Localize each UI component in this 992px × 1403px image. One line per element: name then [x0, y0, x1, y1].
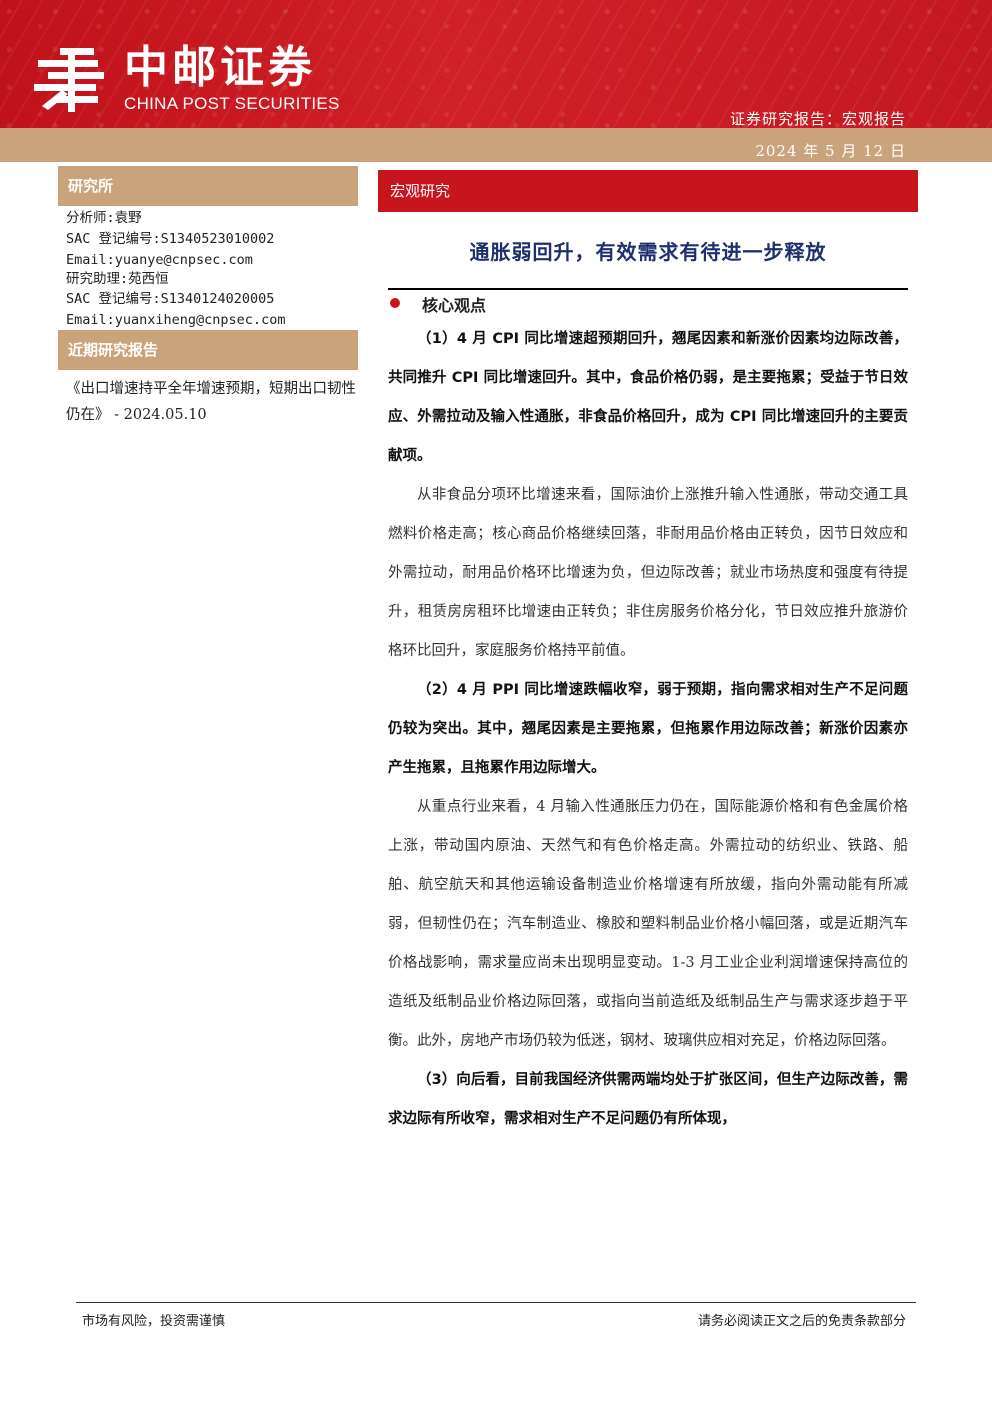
category-bar: 宏观研究 — [378, 170, 918, 212]
report-date: 2024 年 5 月 12 日 — [755, 142, 906, 160]
sidebar-recent-title: 近期研究报告 — [58, 330, 358, 370]
bullet-icon — [390, 298, 400, 308]
sidebar-institute-title: 研究所 — [58, 166, 358, 206]
body-text: （1）4 月 CPI 同比增速超预期回升，翘尾因素和新涨价因素均边际改善，共同推… — [388, 320, 908, 1139]
analyst-name: 分析师:袁野 — [66, 210, 142, 226]
title-divider — [388, 288, 908, 290]
brand-name-cn: 中邮证券 — [124, 42, 316, 93]
recent-report-link[interactable]: 《出口增速持平全年增速预期，短期出口韧性仍在》 - 2024.05.10 — [66, 381, 356, 423]
paragraph-cpi-summary: （1）4 月 CPI 同比增速超预期回升，翘尾因素和新涨价因素均边际改善，共同推… — [388, 331, 908, 464]
china-post-logo-icon — [34, 48, 104, 112]
analyst-sac-number: SAC 登记编号:S1340523010002 — [66, 231, 275, 247]
brand-name-en: CHINA POST SECURITIES — [124, 94, 340, 113]
footer-divider — [76, 1302, 916, 1303]
header-banner — [0, 0, 992, 128]
section-heading: 核心观点 — [422, 296, 487, 315]
paragraph-ppi-summary: （2）4 月 PPI 同比增速跌幅收窄，弱于预期，指向需求相对生产不足问题仍较为… — [388, 682, 908, 776]
analyst-email[interactable]: Email:yuanye@cnpsec.com — [66, 252, 253, 268]
header-subband — [0, 128, 992, 162]
paragraph-ppi-detail: 从重点行业来看，4 月输入性通胀压力仍在，国际能源价格和有色金属价格上涨，带动国… — [388, 799, 908, 1049]
footer-risk-note: 市场有风险，投资需谨慎 — [82, 1314, 226, 1329]
assistant-name: 研究助理:苑西恒 — [66, 271, 169, 287]
assistant-sac-number: SAC 登记编号:S1340124020005 — [66, 291, 275, 307]
paragraph-cpi-detail: 从非食品分项环比增速来看，国际油价上涨推升输入性通胀，带动交通工具燃料价格走高；… — [388, 487, 908, 659]
footer-disclaimer-note: 请务必阅读正文之后的免责条款部分 — [697, 1314, 906, 1329]
paragraph-outlook: （3）向后看，目前我国经济供需两端均处于扩张区间，但生产边际改善，需求边际有所收… — [388, 1072, 908, 1127]
document-title: 通胀弱回升，有效需求有待进一步释放 — [469, 240, 827, 264]
report-type: 证券研究报告：宏观报告 — [729, 110, 906, 128]
assistant-email[interactable]: Email:yuanxiheng@cnpsec.com — [66, 312, 286, 328]
